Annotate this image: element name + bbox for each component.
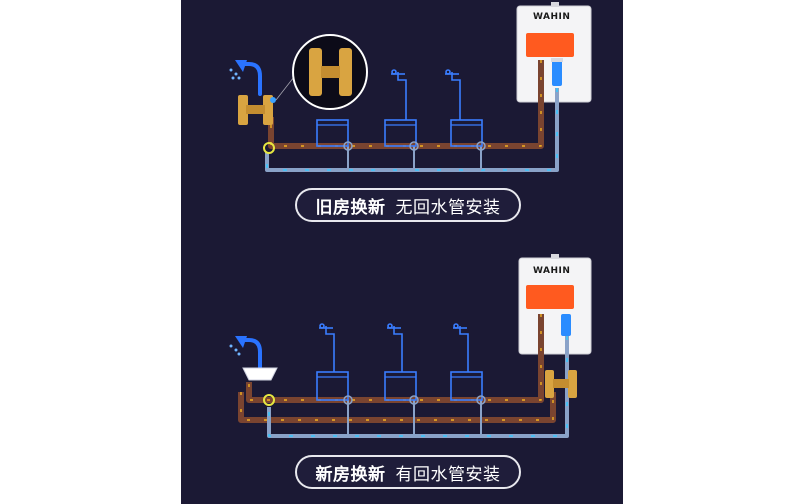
water-heater-icon bbox=[518, 254, 592, 355]
heater-brand: WAHIN bbox=[533, 266, 571, 276]
sink-icon bbox=[316, 119, 483, 147]
panel-new-house: WAHIN 新房换新 有回水管安装 bbox=[181, 252, 623, 504]
diagram-canvas: WAHIN 旧房换新 无回水管安装 bbox=[181, 0, 623, 504]
caption-new-house: 新房换新 有回水管安装 bbox=[295, 455, 521, 489]
water-heater-icon bbox=[516, 2, 592, 103]
valve-zoom-callout bbox=[275, 34, 368, 110]
faucet-icon bbox=[391, 69, 461, 120]
sink-icon bbox=[316, 371, 483, 401]
shower-icon bbox=[229, 60, 262, 96]
caption-light: 无回水管安装 bbox=[395, 197, 501, 218]
caption-old-house: 旧房换新 无回水管安装 bbox=[295, 188, 521, 222]
caption-bold: 旧房换新 bbox=[315, 197, 386, 218]
check-valve-icon bbox=[545, 370, 577, 398]
faucet-icon bbox=[319, 323, 469, 372]
check-valve-icon bbox=[238, 95, 276, 125]
shower-icon bbox=[229, 336, 278, 381]
old-house-pipe-diagram bbox=[229, 2, 592, 172]
panel-old-house: WAHIN 旧房换新 无回水管安装 bbox=[181, 0, 623, 252]
heater-brand: WAHIN bbox=[533, 12, 571, 22]
caption-light: 有回水管安装 bbox=[395, 464, 501, 485]
new-house-pipe-diagram bbox=[229, 254, 592, 438]
caption-bold: 新房换新 bbox=[315, 464, 386, 485]
